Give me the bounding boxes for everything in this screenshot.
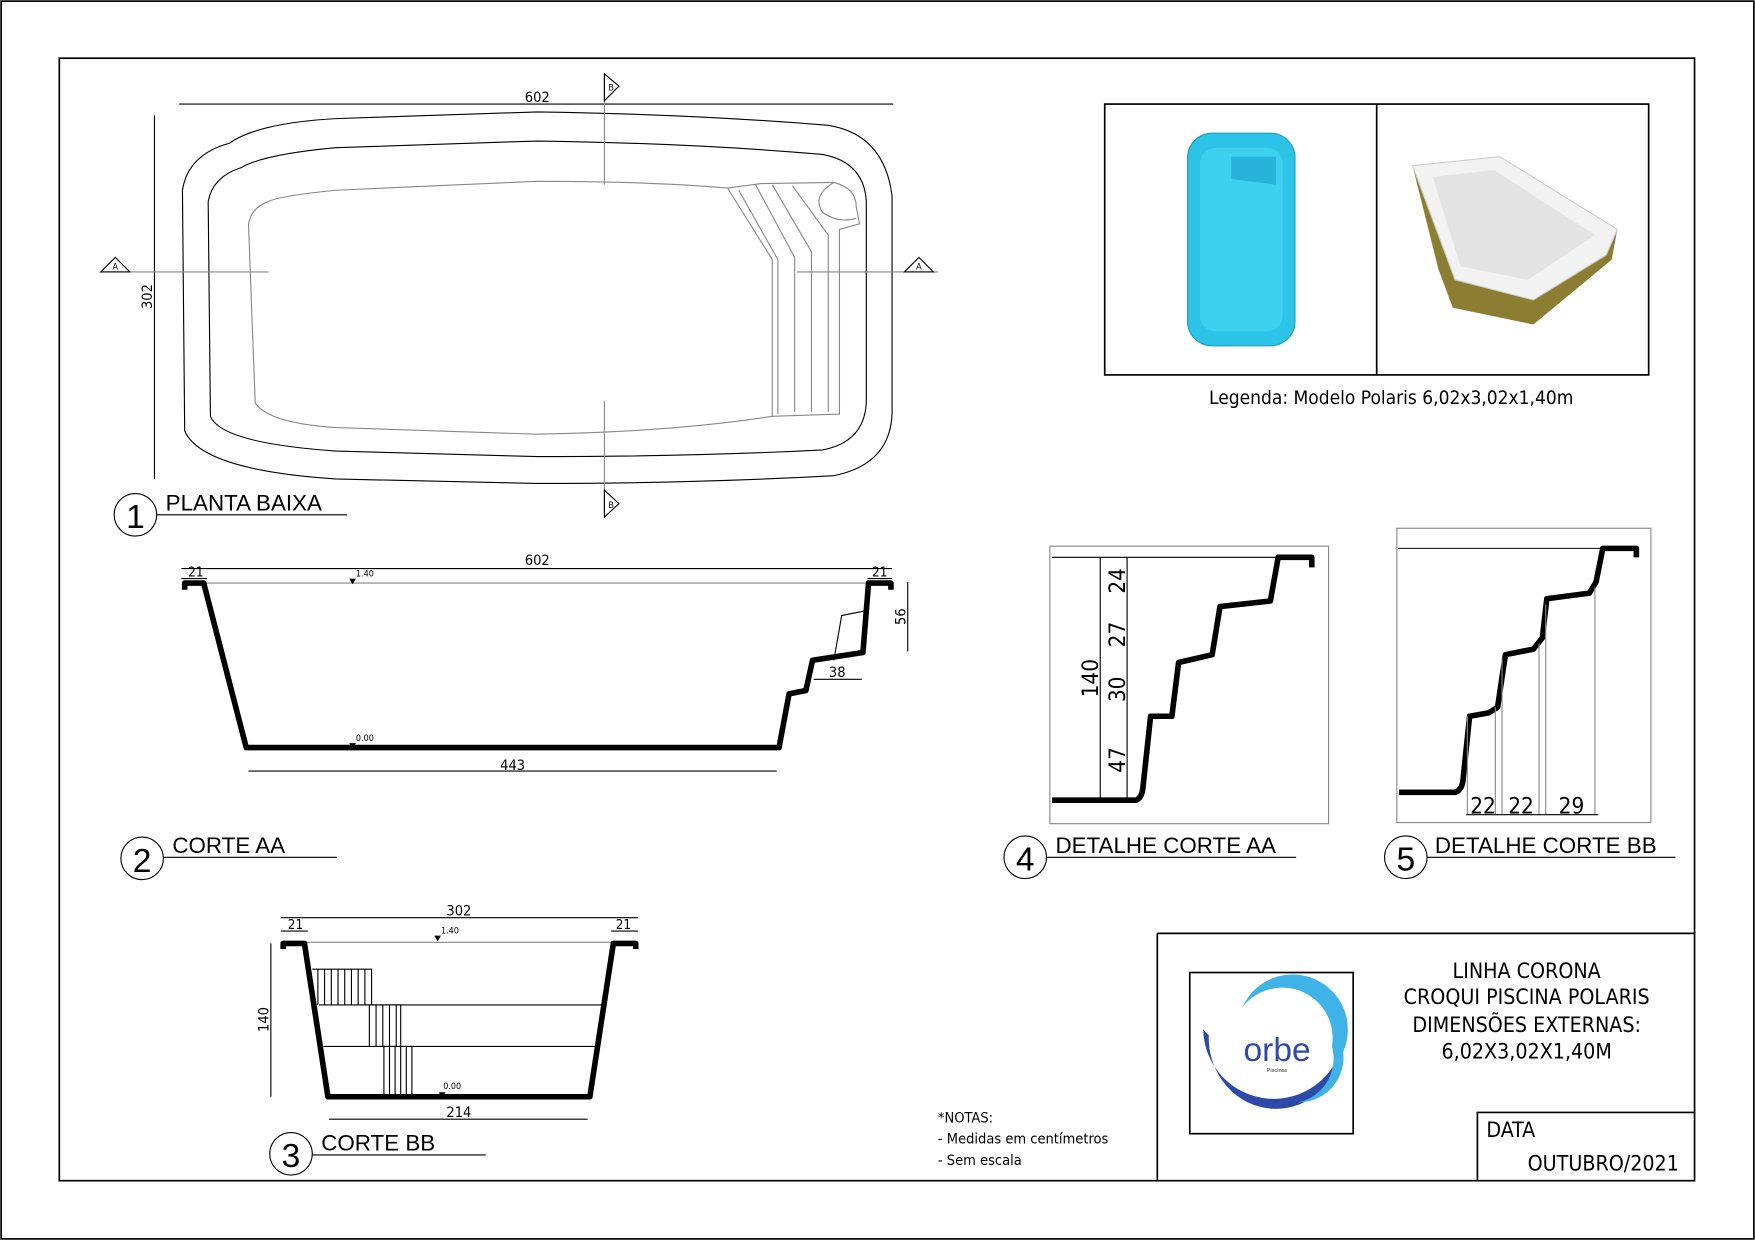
plan-label: PLANTA BAIXA xyxy=(166,490,322,515)
plan-view: 602 302 A A B B 1 PLANTA BAIXA xyxy=(99,72,938,537)
svg-text:21: 21 xyxy=(188,565,203,580)
svg-text:21: 21 xyxy=(616,918,631,933)
svg-text:22: 22 xyxy=(1508,794,1534,820)
svg-text:2: 2 xyxy=(133,843,152,880)
svg-text:38: 38 xyxy=(829,665,846,681)
svg-text:4: 4 xyxy=(1016,842,1035,879)
section-marker-b-top: B xyxy=(603,72,620,103)
svg-text:21: 21 xyxy=(872,565,887,580)
svg-text:B: B xyxy=(608,84,614,94)
section-marker-b-bottom: B xyxy=(603,488,620,519)
pool-3d-image xyxy=(1411,156,1619,325)
svg-text:orbe: orbe xyxy=(1243,1032,1310,1069)
svg-text:56: 56 xyxy=(893,608,909,625)
svg-text:302: 302 xyxy=(446,903,471,919)
plan-width-dim: 302 xyxy=(140,284,156,309)
svg-text:CROQUI PISCINA POLARIS: CROQUI PISCINA POLARIS xyxy=(1404,985,1650,1010)
title-block: orbe Piscinas LINHA CORONA CROQUI PISCIN… xyxy=(1156,932,1695,1181)
svg-text:3: 3 xyxy=(282,1138,301,1175)
section-marker-a-right: A xyxy=(903,256,935,273)
svg-text:6,02X3,02X1,40M: 6,02X3,02X1,40M xyxy=(1441,1040,1611,1065)
svg-text:LINHA CORONA: LINHA CORONA xyxy=(1453,959,1601,984)
section-aa: 602 21 21 1.40 0.00 443 56 38 2 CORTE AA xyxy=(120,553,909,881)
svg-text:1.40: 1.40 xyxy=(356,569,374,579)
svg-text:214: 214 xyxy=(446,1105,471,1121)
svg-text:1.40: 1.40 xyxy=(441,926,459,936)
section-marker-a-left: A xyxy=(99,256,132,273)
plan-label-number: 1 xyxy=(126,499,145,536)
svg-text:A: A xyxy=(113,263,119,273)
svg-text:0.00: 0.00 xyxy=(356,734,374,744)
svg-text:Piscinas: Piscinas xyxy=(1267,1068,1288,1074)
section-aa-label: CORTE AA xyxy=(172,833,285,858)
svg-text:B: B xyxy=(608,501,614,511)
detail-bb-label: DETALHE CORTE BB xyxy=(1435,833,1657,858)
section-bb: 302 21 21 1.40 0.00 140 214 3 CORTE BB xyxy=(257,903,639,1176)
photos-caption: Legenda: Modelo Polaris 6,02x3,02x1,40m xyxy=(1209,387,1573,409)
svg-text:443: 443 xyxy=(500,758,525,774)
detail-aa-label: DETALHE CORTE AA xyxy=(1055,833,1276,858)
date-label: DATA xyxy=(1486,1118,1535,1143)
svg-text:DIMENSÕES EXTERNAS:: DIMENSÕES EXTERNAS: xyxy=(1412,1011,1641,1038)
svg-text:24: 24 xyxy=(1105,568,1131,594)
pool-photos: Legenda: Modelo Polaris 6,02x3,02x1,40m xyxy=(1103,103,1650,409)
svg-text:602: 602 xyxy=(525,553,550,569)
pool-top-view-image xyxy=(1186,132,1296,347)
svg-text:21: 21 xyxy=(288,918,303,933)
svg-text:*NOTAS:: *NOTAS: xyxy=(938,1110,993,1126)
svg-text:140: 140 xyxy=(1078,659,1104,697)
svg-text:47: 47 xyxy=(1105,747,1131,773)
svg-text:22: 22 xyxy=(1470,794,1496,820)
svg-text:- Sem escala: - Sem escala xyxy=(938,1153,1022,1169)
drawing-frame xyxy=(58,57,1696,1182)
svg-text:30: 30 xyxy=(1105,677,1131,703)
section-bb-label: CORTE BB xyxy=(321,1130,435,1155)
svg-text:27: 27 xyxy=(1105,622,1131,648)
date-value: OUTUBRO/2021 xyxy=(1528,1152,1679,1177)
orbe-logo: orbe Piscinas xyxy=(1188,971,1355,1135)
svg-text:140: 140 xyxy=(257,1007,273,1032)
svg-text:29: 29 xyxy=(1559,794,1585,820)
plan-length-dim: 602 xyxy=(525,90,550,106)
svg-text:0.00: 0.00 xyxy=(443,1082,461,1092)
svg-text:5: 5 xyxy=(1396,842,1415,879)
detail-bb: 22 22 29 5 DETALHE CORTE BB xyxy=(1383,527,1676,880)
notes: *NOTAS: - Medidas em centímetros - Sem e… xyxy=(938,1110,1109,1169)
svg-text:- Medidas em centímetros: - Medidas em centímetros xyxy=(938,1132,1109,1148)
detail-aa: 140 24 27 30 47 4 DETALHE CORTE AA xyxy=(1003,545,1330,880)
svg-text:A: A xyxy=(916,263,922,273)
